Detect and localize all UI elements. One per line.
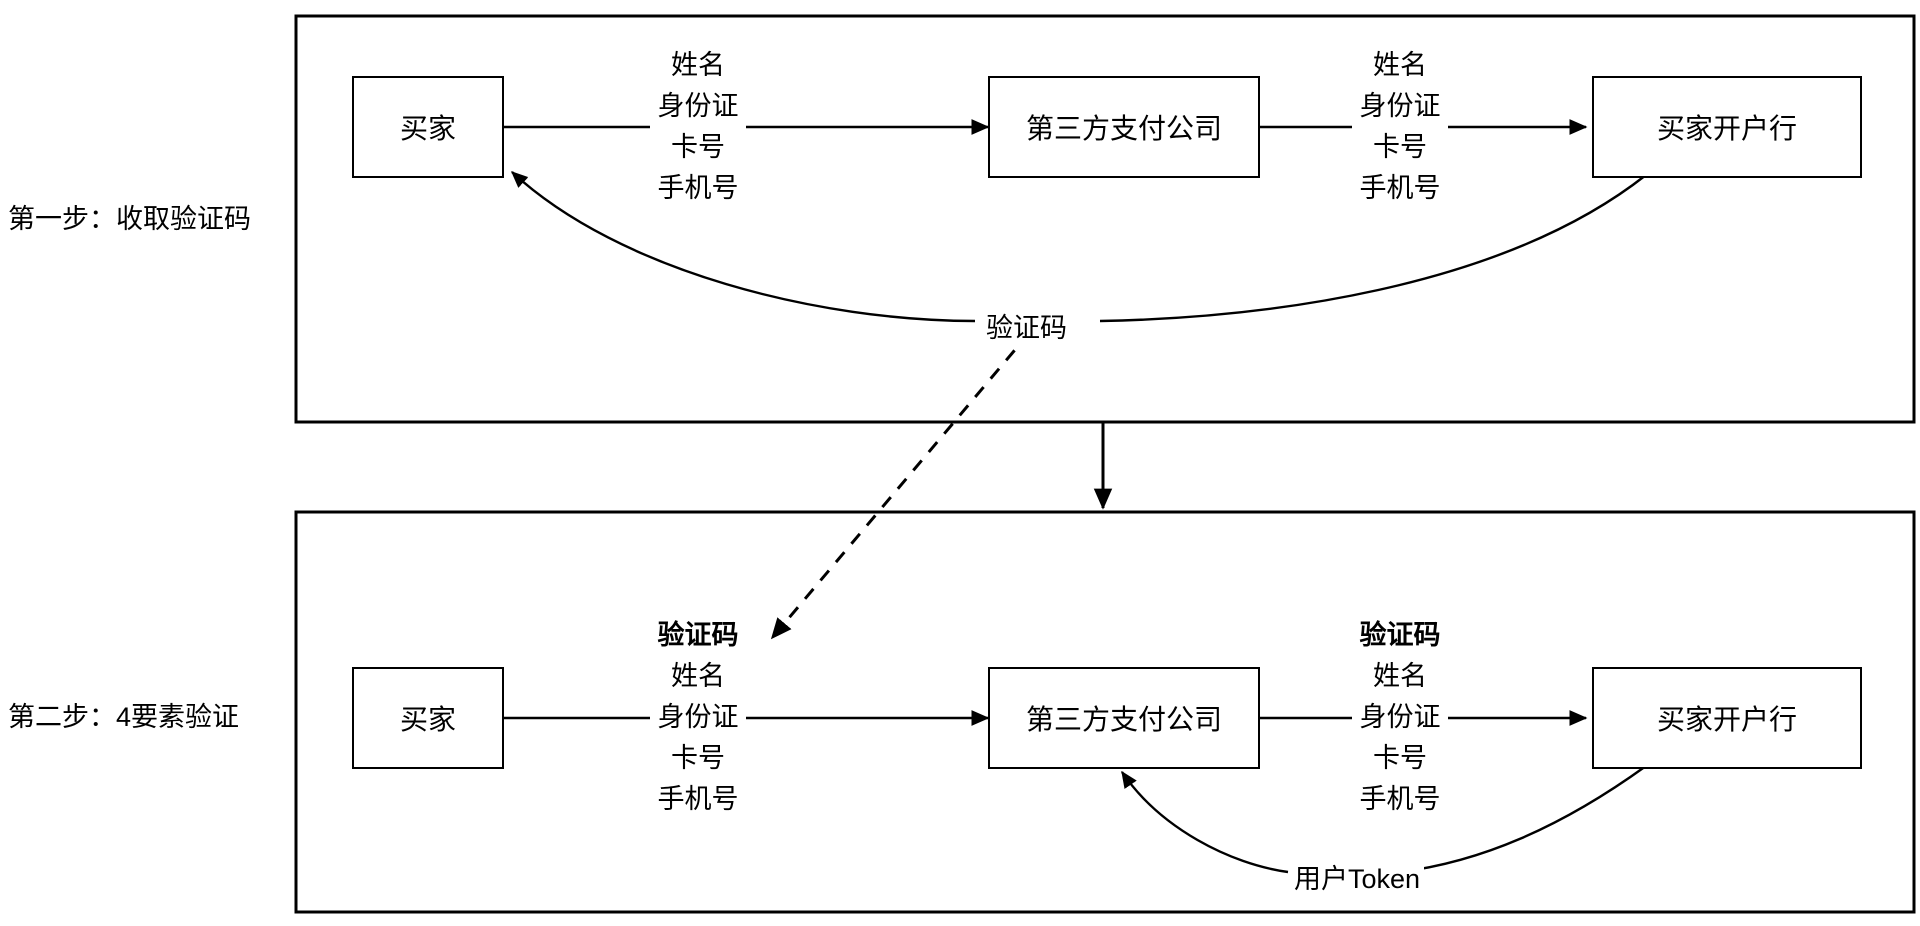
field-line: 验证码 <box>1359 620 1441 650</box>
field-line: 姓名 <box>671 661 725 691</box>
connector-verification-code-dashed <box>770 331 1032 640</box>
edge-label-verification-code-1: 验证码 <box>982 306 1071 345</box>
node-bank-1[interactable]: 买家开户行 <box>1592 76 1862 178</box>
step-2-label: 第二步：4要素验证 <box>8 702 240 732</box>
field-line: 验证码 <box>657 620 739 650</box>
field-line: 卡号 <box>1373 132 1427 162</box>
edge-bank1-return-left <box>511 171 976 323</box>
node-buyer-2-label: 买家 <box>399 704 456 735</box>
field-line: 身份证 <box>657 91 739 121</box>
edge-bank2-return-right <box>1399 765 1647 874</box>
fields-right-1: 姓名 身份证 卡号 手机号 <box>1330 45 1470 209</box>
node-payment-company-2[interactable]: 第三方支付公司 <box>988 667 1260 769</box>
field-line: 手机号 <box>657 784 739 814</box>
node-buyer-2[interactable]: 买家 <box>352 667 504 769</box>
field-line: 卡号 <box>1373 743 1427 773</box>
node-bank-2[interactable]: 买家开户行 <box>1592 667 1862 769</box>
field-line: 身份证 <box>1359 702 1441 732</box>
field-line: 身份证 <box>1359 91 1441 121</box>
field-line: 手机号 <box>1359 784 1441 814</box>
node-buyer-1-label: 买家 <box>399 113 456 144</box>
field-line: 姓名 <box>1373 661 1427 691</box>
node-payment-company-2-label: 第三方支付公司 <box>1025 704 1222 735</box>
step-1-label: 第一步：收取验证码 <box>8 204 251 234</box>
field-line: 卡号 <box>671 132 725 162</box>
field-line: 手机号 <box>1359 173 1441 203</box>
fields-left-1: 姓名 身份证 卡号 手机号 <box>628 45 768 209</box>
field-line: 身份证 <box>657 702 739 732</box>
edge-label-user-token-2: 用户Token <box>1290 857 1425 896</box>
step-2-panel <box>294 510 1916 914</box>
field-line: 手机号 <box>657 173 739 203</box>
node-buyer-1[interactable]: 买家 <box>352 76 504 178</box>
field-line: 卡号 <box>671 743 725 773</box>
node-bank-1-label: 买家开户行 <box>1656 113 1797 144</box>
edge-bank1-return-right <box>1099 174 1647 323</box>
edge-bank2-return-left <box>1121 770 1289 874</box>
step-1-panel <box>294 14 1916 424</box>
fields-right-2: 验证码 姓名 身份证 卡号 手机号 <box>1330 615 1470 820</box>
field-line: 姓名 <box>671 50 725 80</box>
node-payment-company-1[interactable]: 第三方支付公司 <box>988 76 1260 178</box>
fields-left-2: 验证码 姓名 身份证 卡号 手机号 <box>628 615 768 820</box>
node-payment-company-1-label: 第三方支付公司 <box>1025 113 1222 144</box>
node-bank-2-label: 买家开户行 <box>1656 704 1797 735</box>
field-line: 姓名 <box>1373 50 1427 80</box>
